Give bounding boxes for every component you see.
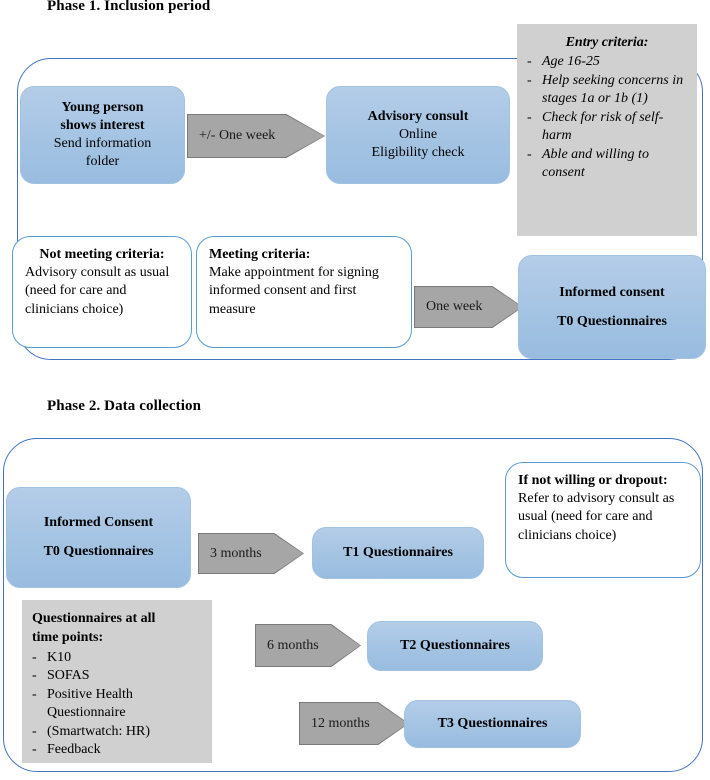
informed-consent-box-phase1[interactable]: Informed consent T0 Questionnaires <box>518 255 706 359</box>
list-item: - Feedback <box>32 741 202 759</box>
questionnaires-item-3: Positive Health Questionnaire <box>47 686 133 721</box>
informed-consent-phase2-line-2: T0 Questionnaires <box>43 544 154 559</box>
bullet-dash: - <box>527 72 532 88</box>
entry-criteria-title: Entry criteria: <box>565 35 649 50</box>
entry-criteria-note: Entry criteria: - Age 16-25 - Help seeki… <box>517 24 697 236</box>
informed-consent-phase1-line-2: T0 Questionnaires <box>557 313 667 329</box>
young-person-line-4: folder <box>85 153 120 169</box>
not-meeting-criteria-header: Not meeting criteria: <box>39 247 165 262</box>
advisory-consult-box[interactable]: Advisory consult Online Eligibility chec… <box>326 86 510 184</box>
phase-2-container-outline <box>3 438 703 772</box>
phase-1-container-outline <box>17 58 703 360</box>
advisory-consult-line-2: Online <box>398 127 438 143</box>
bullet-dash: - <box>527 54 532 70</box>
questionnaires-note-title-line-1: Questionnaires at all <box>32 611 156 626</box>
advisory-consult-line-3: Eligibility check <box>371 144 465 160</box>
entry-criteria-item-1: Age 16-25 <box>542 54 600 70</box>
t3-questionnaires-box[interactable]: T3 Questionnaires <box>404 700 581 748</box>
bullet-dash: - <box>527 109 532 125</box>
entry-criteria-item-3: Check for risk of self-harm <box>542 109 664 144</box>
questionnaires-item-4: (Smartwatch: HR) <box>47 723 151 739</box>
arrow-6-months-label: 6 months <box>267 637 319 653</box>
meeting-criteria-header: Meeting criteria: <box>209 247 311 262</box>
bullet-dash: - <box>32 668 37 684</box>
arrow-one-week-label: One week <box>426 299 483 314</box>
arrow-plusminus-one-week-label: +/- One week <box>199 128 276 143</box>
t3-questionnaires-label: T3 Questionnaires <box>437 716 548 732</box>
advisory-consult-line-1: Advisory consult <box>367 109 469 125</box>
phase-2-title: Phase 2. Data collection <box>47 398 202 414</box>
bullet-dash: - <box>32 686 37 702</box>
not-meeting-criteria-body: Advisory consult as usual (need for care… <box>25 265 170 317</box>
informed-consent-box-phase2[interactable]: Informed Consent T0 Questionnaires <box>6 487 191 588</box>
questionnaires-item-1: K10 <box>47 649 72 665</box>
dropout-box[interactable]: If not willing or dropout: Refer to advi… <box>505 462 701 578</box>
young-person-box[interactable]: Young person shows interest Send informa… <box>20 86 185 184</box>
young-person-line-2: shows interest <box>60 118 145 134</box>
not-meeting-criteria-box[interactable]: Not meeting criteria: Advisory consult a… <box>12 236 192 348</box>
list-item: - Age 16-25 <box>527 53 687 71</box>
list-item: - Check for risk of self-harm <box>527 109 687 146</box>
bullet-dash: - <box>527 146 532 162</box>
entry-criteria-item-2: Help seeking concerns in stages 1a or 1b… <box>542 72 684 107</box>
questionnaires-item-5: Feedback <box>47 742 101 758</box>
questionnaires-note: Questionnaires at all time points: - K10… <box>22 600 212 763</box>
list-item: - (Smartwatch: HR) <box>32 723 202 741</box>
t2-questionnaires-label: T2 Questionnaires <box>400 638 510 654</box>
t1-questionnaires-box[interactable]: T1 Questionnaires <box>312 527 484 579</box>
dropout-header: If not willing or dropout: <box>518 473 668 488</box>
arrow-12-months-label: 12 months <box>311 715 370 731</box>
questionnaires-note-title-line-2: time points: <box>32 630 104 646</box>
young-person-line-3: Send information <box>53 136 152 151</box>
list-item: - SOFAS <box>32 667 202 685</box>
bullet-dash: - <box>32 742 37 758</box>
meeting-criteria-body: Make appointment for signing informed co… <box>209 265 379 317</box>
arrow-3-months-label: 3 months <box>210 545 262 561</box>
questionnaires-list: - K10 - SOFAS - Positive Health Question… <box>32 649 202 760</box>
phase-1-title: Phase 1. Inclusion period <box>47 0 211 14</box>
questionnaires-item-2: SOFAS <box>47 668 90 684</box>
young-person-line-1: Young person <box>61 100 144 116</box>
list-item: - K10 <box>32 649 202 667</box>
bullet-dash: - <box>32 723 37 739</box>
dropout-body: Refer to advisory consult as usual (need… <box>518 491 675 543</box>
informed-consent-phase2-line-1: Informed Consent <box>43 515 154 531</box>
list-item: - Help seeking concerns in stages 1a or … <box>527 72 687 109</box>
t1-questionnaires-label: T1 Questionnaires <box>343 545 453 561</box>
entry-criteria-list: - Age 16-25 - Help seeking concerns in s… <box>527 53 687 182</box>
entry-criteria-item-4: Able and willing to consent <box>542 146 649 181</box>
meeting-criteria-box[interactable]: Meeting criteria: Make appointment for s… <box>196 236 412 348</box>
informed-consent-phase1-line-1: Informed consent <box>559 284 665 300</box>
list-item: - Positive Health Questionnaire <box>32 686 202 723</box>
bullet-dash: - <box>32 649 37 665</box>
t2-questionnaires-box[interactable]: T2 Questionnaires <box>367 621 543 671</box>
list-item: - Able and willing to consent <box>527 146 687 183</box>
